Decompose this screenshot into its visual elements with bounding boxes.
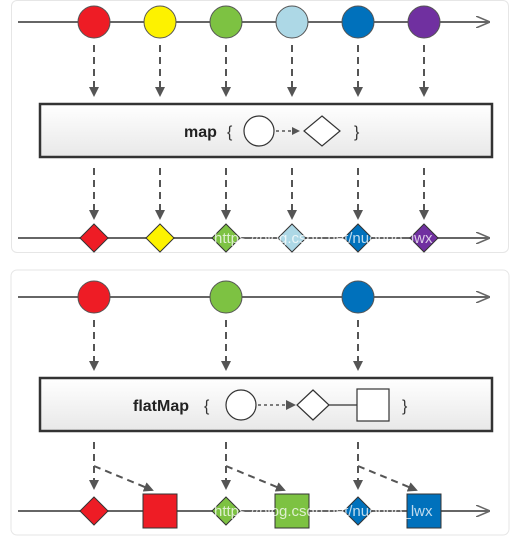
map-input-marble <box>341 5 375 39</box>
flatmap-panel <box>10 269 510 536</box>
flatmap-input-arrows <box>89 320 363 371</box>
flatmap-circle-symbol <box>225 389 257 421</box>
flatmap-input-marble <box>209 280 243 314</box>
flatmap-output-diamond <box>79 496 109 526</box>
flatmap-output-diagonal-arrow <box>357 465 418 492</box>
flatmap-input-marble <box>341 280 375 314</box>
map-input-marble <box>143 5 177 39</box>
flatmap-brace-close: } <box>402 398 408 415</box>
map-output-diamonds <box>79 223 439 253</box>
flatmap-output-square <box>142 493 178 529</box>
map-watermark: https://blog.csdn.net/nuonuo_lwx <box>214 230 433 247</box>
flatmap-output-diamond <box>211 496 241 526</box>
map-output-arrows <box>89 168 429 220</box>
map-brace-close: } <box>354 124 360 141</box>
map-output-diamond <box>343 223 373 253</box>
flatmap-input-marbles <box>77 280 375 314</box>
map-operator-box: map { } <box>38 102 494 159</box>
flatmap-output-square <box>406 493 442 529</box>
map-diamond-symbol <box>303 115 341 147</box>
map-output-diamond <box>211 223 241 253</box>
map-input-marble <box>275 5 309 39</box>
flatmap-input-marble <box>77 280 111 314</box>
flatmap-brace-open: { <box>204 398 210 415</box>
map-input-marble <box>407 5 441 39</box>
flatmap-output-diagonal-arrow <box>225 465 286 492</box>
map-input-marbles <box>77 5 441 39</box>
flatmap-diamond-symbol <box>296 389 330 421</box>
map-input-marble <box>77 5 111 39</box>
flatmap-output-items <box>79 493 442 529</box>
flatmap-output-diagonal-arrow <box>93 465 154 492</box>
flatmap-output-square <box>274 493 310 529</box>
flatmap-operator-box: flatMap { } <box>38 376 494 433</box>
map-input-marble <box>209 5 243 39</box>
flatmap-output-diamond <box>343 496 373 526</box>
flatmap-operator-label: flatMap <box>133 398 189 415</box>
map-circle-symbol <box>243 115 275 147</box>
flatmap-output-arrows <box>89 442 418 492</box>
map-brace-open: { <box>227 124 233 141</box>
map-output-diamond <box>409 223 439 253</box>
map-output-diamond <box>145 223 175 253</box>
map-output-diamond <box>277 223 307 253</box>
flatmap-square-symbol <box>356 388 390 422</box>
map-output-diamond <box>79 223 109 253</box>
map-operator-label: map <box>184 124 217 141</box>
flatmap-watermark: https://blog.csdn.net/nuonuo_lwx <box>214 503 433 520</box>
map-input-arrows <box>89 45 429 97</box>
